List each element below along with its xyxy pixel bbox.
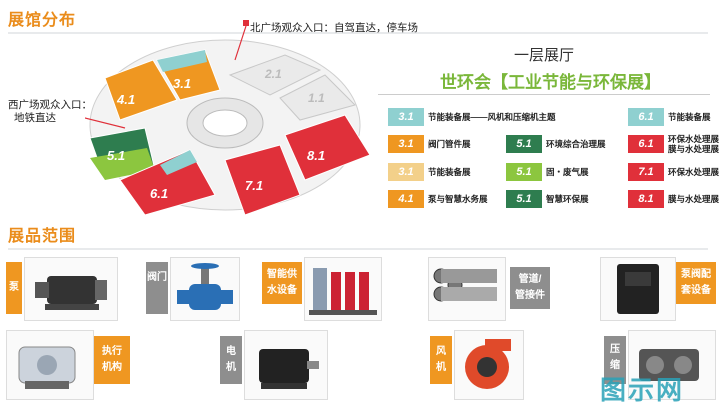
fan-image	[454, 330, 524, 400]
water-supply-image	[304, 257, 382, 321]
hall-label-4-1: 4.1	[116, 92, 135, 107]
west-entrance-label-2: 地铁直达	[14, 112, 56, 124]
actuator-image	[6, 330, 94, 400]
section-header-layout: 展馆分布	[8, 6, 708, 34]
hall-title: 世环会【工业节能与环保展】	[440, 73, 661, 92]
valve-image	[170, 257, 240, 321]
product-label-controller: 泵阀配套设备	[676, 262, 716, 304]
section-title-layout: 展馆分布	[8, 12, 77, 29]
pump-image	[24, 257, 118, 321]
hall-title-divider	[378, 94, 710, 95]
product-label-water-supply: 智能供水设备	[262, 262, 302, 304]
floor-label: 一层展厅	[514, 47, 575, 64]
hall-label-8-1: 8.1	[307, 148, 325, 163]
legend-item: 6.1 节能装备展	[628, 107, 718, 127]
product-label-actuator: 执行机构	[94, 336, 130, 384]
legend-item: 5.1 智慧环保展	[506, 189, 626, 209]
hall-7-1[interactable]	[224, 144, 301, 216]
product-label-pump: 泵	[6, 262, 22, 314]
hall-label-3-1: 3.1	[173, 76, 191, 91]
venue-map: 2.1 1.1 4.1 3.1 5.1 6.1 7.1 8.1	[85, 20, 371, 216]
hall-legend: 3.1 节能装备展——风机和压缩机主题 6.1 节能装备展 3.1 阀门管件展 …	[388, 107, 719, 209]
legend-item: 4.1 泵与智慧水务展	[388, 189, 498, 209]
legend-item: 3.1 阀门管件展	[388, 134, 498, 154]
section-title-products: 展品范围	[8, 228, 77, 245]
hall-label-6-1: 6.1	[150, 186, 168, 201]
hall-label-7-1: 7.1	[245, 178, 263, 193]
hall-1-1[interactable]	[279, 74, 356, 121]
hall-8-1[interactable]	[284, 114, 371, 181]
hall-4-1[interactable]	[104, 59, 178, 121]
hall-label-5-1: 5.1	[107, 148, 125, 163]
legend-item: 5.1 环境综合治理展	[506, 134, 626, 154]
legend-item: 7.1 环保水处理展	[628, 162, 719, 182]
hall-label-2-1: 2.1	[264, 67, 282, 81]
compressor-image	[628, 330, 716, 400]
west-entrance-label-1: 西广场观众入口：	[8, 99, 92, 111]
north-entrance-marker	[243, 20, 249, 26]
product-label-pipe: 管道/管接件	[510, 267, 550, 309]
legend-item: 8.1 膜与水处理展	[628, 189, 719, 209]
legend-item: 3.1 节能装备展——风机和压缩机主题	[388, 107, 588, 127]
controller-image	[600, 257, 676, 321]
pipe-image	[428, 257, 506, 321]
hall-6-1[interactable]	[119, 149, 216, 216]
legend-item: 6.1 环保水处理展 膜与水处理展	[628, 134, 719, 154]
product-label-valve: 阀门	[146, 262, 168, 314]
product-label-motor: 电机	[220, 336, 242, 384]
product-label-compressor: 压缩	[604, 336, 626, 384]
product-label-fan: 风机	[430, 336, 452, 384]
north-entrance-label: 北广场观众入口：自驾直达，停车场	[250, 22, 418, 34]
legend-item: 5.1 固・废气展	[506, 162, 626, 182]
watermark: 图示网	[600, 375, 685, 405]
legend-item: 3.1 节能装备展	[388, 162, 498, 182]
hall-label-1-1: 1.1	[308, 91, 325, 105]
section-header-products: 展品范围	[8, 222, 708, 250]
motor-image	[244, 330, 328, 400]
hall-2-1[interactable]	[228, 54, 322, 96]
